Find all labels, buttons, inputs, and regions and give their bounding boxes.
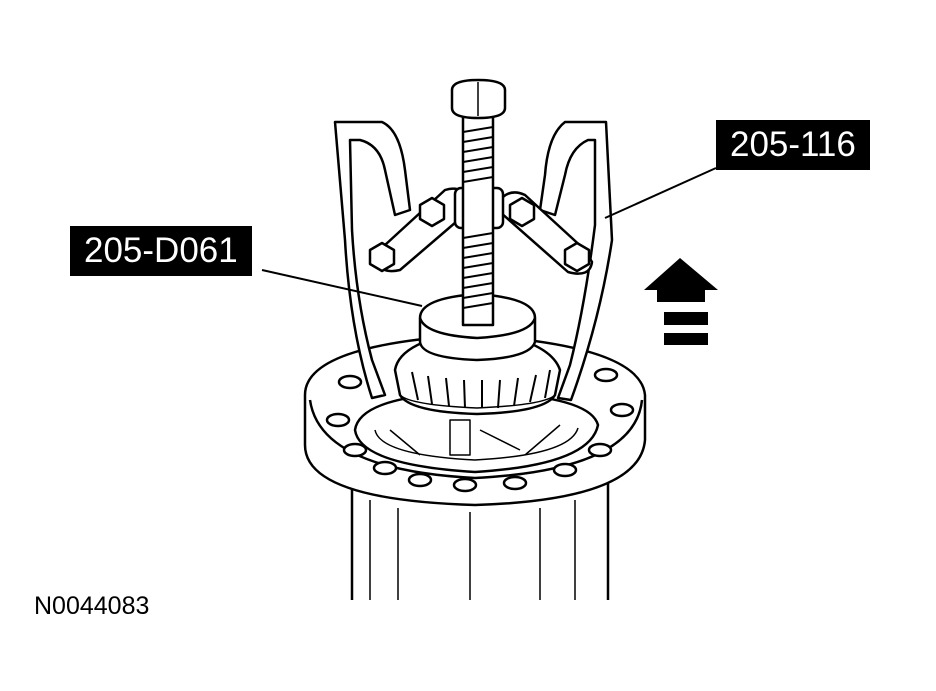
puller-legs [333, 120, 614, 402]
forcing-screw [450, 78, 507, 327]
leader-line-205-d061 [261, 269, 423, 307]
figure-id-label: N0044083 [34, 592, 150, 620]
callout-tool-205-d061: 205-D061 [70, 226, 252, 276]
callout-tool-205-116: 205-116 [716, 120, 870, 170]
leader-line-205-116 [604, 167, 717, 219]
step-plate-adapter [418, 292, 537, 362]
pull-direction-arrow-icon [644, 258, 718, 345]
differential-flange [303, 333, 647, 507]
differential-case-body [350, 470, 610, 600]
